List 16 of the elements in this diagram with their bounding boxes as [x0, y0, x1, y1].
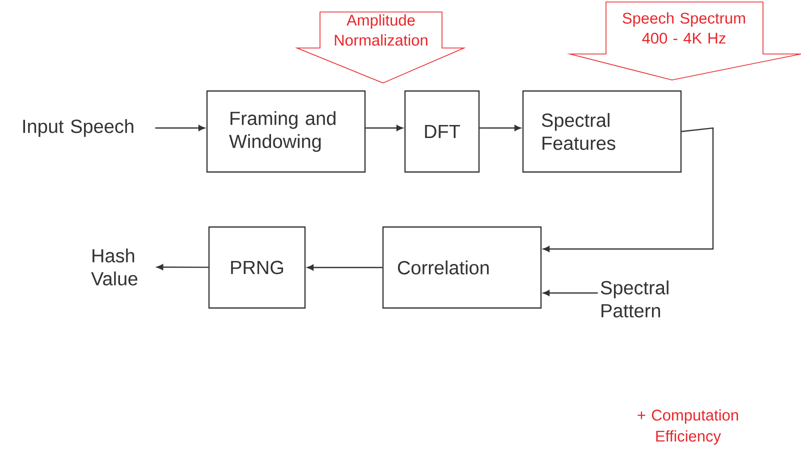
arrow: [366, 125, 403, 131]
process-box: Spectral Features: [522, 90, 682, 173]
process-box: PRNG: [208, 226, 306, 309]
arrow: [155, 125, 205, 131]
arrow: [156, 264, 208, 270]
arrow: [307, 264, 382, 270]
process-box: DFT: [404, 90, 480, 173]
arrow: [543, 127, 714, 252]
note-text: + Computation Efficiency: [638, 409, 738, 445]
process-box: Correlation: [382, 226, 542, 309]
node-label: Spectral Pattern: [600, 280, 668, 318]
node-label: Hash Value: [91, 248, 138, 286]
arrow: [480, 125, 521, 131]
process-box: Framing and Windowing: [206, 90, 366, 173]
node-label: Input Speech: [23, 119, 134, 137]
arrow: [543, 290, 598, 296]
